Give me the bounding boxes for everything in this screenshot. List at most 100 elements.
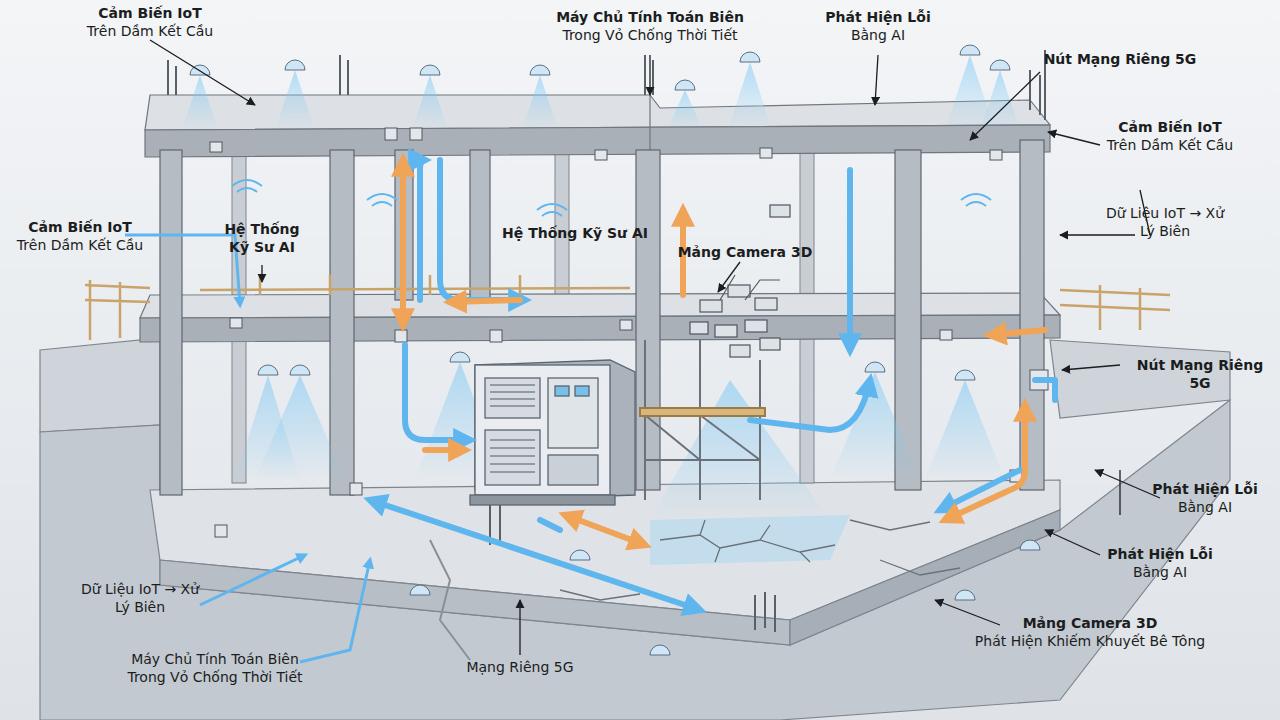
beam-sensors (595, 150, 607, 160)
light-cones (235, 375, 300, 480)
edge-server-cabinet (548, 455, 598, 485)
callout-label: Cảm Biến IoT (1085, 118, 1255, 136)
data-flow-orange (990, 330, 1045, 335)
data-flow-blue (370, 500, 700, 610)
callout-label: Mảng Camera 3D (670, 243, 820, 261)
edge-server-cabinet (470, 495, 615, 505)
callout-label: Trên Dầm Kết Cầu (60, 22, 240, 40)
foundation (40, 338, 160, 432)
data-flow-orange (425, 447, 465, 453)
callout-label: Nút Mạng Riêng 5G (1035, 50, 1205, 68)
leader-lines (935, 600, 1000, 625)
wifi-symbols (537, 204, 567, 216)
concrete-cracks (560, 590, 640, 600)
callout-label: Trên Dầm Kết Cầu (5, 236, 155, 254)
rebar (1029, 70, 1031, 110)
callout-label: Cảm Biến IoT (5, 218, 155, 236)
iot-lamps (450, 352, 470, 362)
edge-server-cabinet (485, 430, 540, 485)
camera-array (690, 322, 708, 334)
iot-lamps (570, 550, 590, 560)
beam-sensors (940, 330, 952, 340)
edge-server-cabinet (490, 440, 535, 472)
camera-array (755, 298, 777, 310)
light-cones (522, 75, 558, 130)
iot-lamps (410, 585, 430, 595)
iot-lamps (290, 365, 310, 375)
callout-label: Phát Hiện Khiếm Khuyết Bê Tông (955, 632, 1225, 650)
data-flow-orange (945, 405, 1025, 520)
beam-sensors (210, 128, 1048, 537)
rebar (499, 505, 501, 545)
leader-lines (1062, 365, 1120, 370)
callout-label: Dữ Liệu IoT → Xử Lý Biên (75, 580, 205, 616)
callout-label: Hệ Thống Kỹ Sư AI (217, 220, 307, 256)
callout-label: Dữ Liệu IoT → Xử Lý Biên (1105, 204, 1225, 240)
iot-lamps (258, 365, 278, 375)
edge-server-cabinet (555, 386, 569, 396)
light-cones (182, 75, 218, 130)
edge-server-cabinet (490, 385, 535, 406)
data-flow-blue (405, 345, 470, 440)
safety-railings (200, 275, 630, 295)
data-flow-orange (450, 300, 520, 302)
camera-array (690, 205, 790, 357)
leader-lines (261, 265, 262, 282)
leader-lines (1119, 470, 1120, 515)
wifi-symbols (367, 194, 397, 206)
rebar (754, 595, 756, 630)
concrete-cracks (660, 535, 835, 552)
safety-railings (1060, 285, 1170, 330)
callout-label: Hệ Thống Kỹ Sư AI (490, 224, 660, 242)
edge-server-cabinet (475, 360, 635, 500)
beam-sensors (210, 142, 222, 152)
data-flow-blue (1035, 380, 1055, 400)
iot-lamps (960, 45, 980, 55)
beam-sensors (395, 330, 407, 342)
light-cones (728, 62, 772, 130)
safety-railings (85, 275, 1170, 340)
iot-lamps (955, 370, 975, 380)
beam-sensors (620, 320, 632, 330)
data-flow-orange (565, 515, 645, 545)
data-flow-blue (370, 160, 1055, 610)
callout-label: Mảng Camera 3D (1005, 614, 1175, 632)
concrete-cracks (650, 515, 850, 565)
camera-array (770, 205, 790, 217)
back-columns (800, 150, 814, 295)
beam-sensors (990, 150, 1002, 160)
leader-lines (875, 55, 878, 105)
edge-server-cabinet (470, 360, 635, 505)
camera-array (720, 275, 780, 300)
beam-sensors (410, 128, 422, 140)
callout-label: Phát Hiện Lỗi (803, 8, 953, 26)
concrete-cracks (700, 520, 810, 562)
rebar (774, 595, 776, 632)
floor-slabs (140, 95, 1060, 342)
beam-sensors (350, 483, 362, 495)
foundation (430, 540, 470, 660)
leader-lines (1048, 132, 1100, 145)
rebar (652, 60, 654, 95)
iot-lamps (1020, 540, 1040, 550)
beam-sensors (760, 148, 772, 158)
callout-label: Bằng AI (1090, 563, 1230, 581)
beam-sensors (490, 330, 502, 342)
rebar (339, 55, 341, 95)
iot-lamps (675, 80, 695, 90)
leader-lines (1095, 470, 1160, 498)
wifi-symbols (232, 180, 991, 216)
data-flow-orange (400, 160, 406, 325)
callout-label: Phát Hiện Lỗi (1135, 480, 1275, 498)
rebar (347, 60, 349, 95)
iot-lamps (865, 362, 885, 372)
scaffold (645, 340, 760, 500)
iot-lamps (740, 52, 760, 62)
callout-label: Máy Chủ Tính Toán Biên (540, 8, 760, 26)
leader-lines (1045, 530, 1100, 555)
columns (636, 150, 660, 490)
callout-label: Máy Chủ Tính Toán Biên (90, 650, 340, 668)
iot-lamps (420, 65, 440, 75)
light-cones (275, 70, 315, 130)
